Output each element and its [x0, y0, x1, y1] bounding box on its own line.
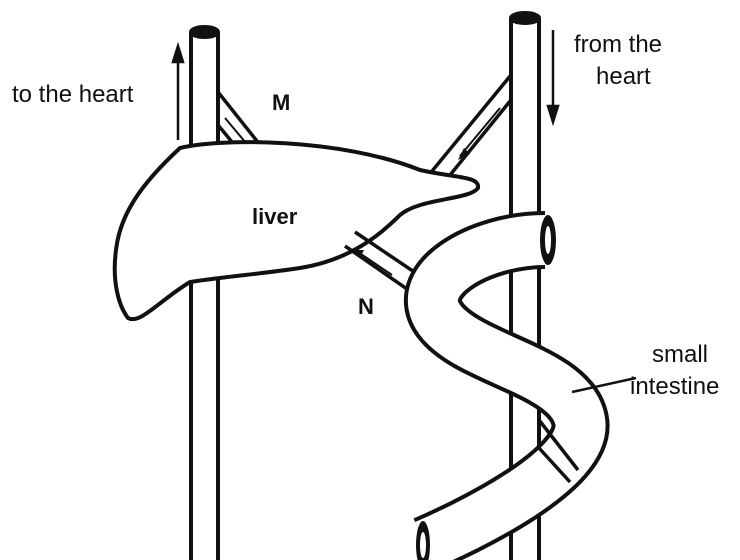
small-intestine — [416, 215, 581, 560]
label-vessel-n: N — [358, 294, 374, 319]
label-from-the-heart-line1: from the — [574, 31, 662, 58]
arrow-up-to-heart — [173, 46, 183, 140]
label-vessel-m: M — [272, 90, 290, 115]
label-to-the-heart: to the heart — [12, 81, 134, 108]
arrow-down-from-heart — [548, 30, 558, 122]
left-vessel — [191, 27, 218, 560]
label-small: small — [652, 341, 708, 368]
artery-branch — [428, 75, 511, 180]
label-from-the-heart-line2: heart — [596, 63, 651, 90]
label-intestine: intestine — [630, 373, 719, 400]
label-liver: liver — [252, 204, 298, 229]
